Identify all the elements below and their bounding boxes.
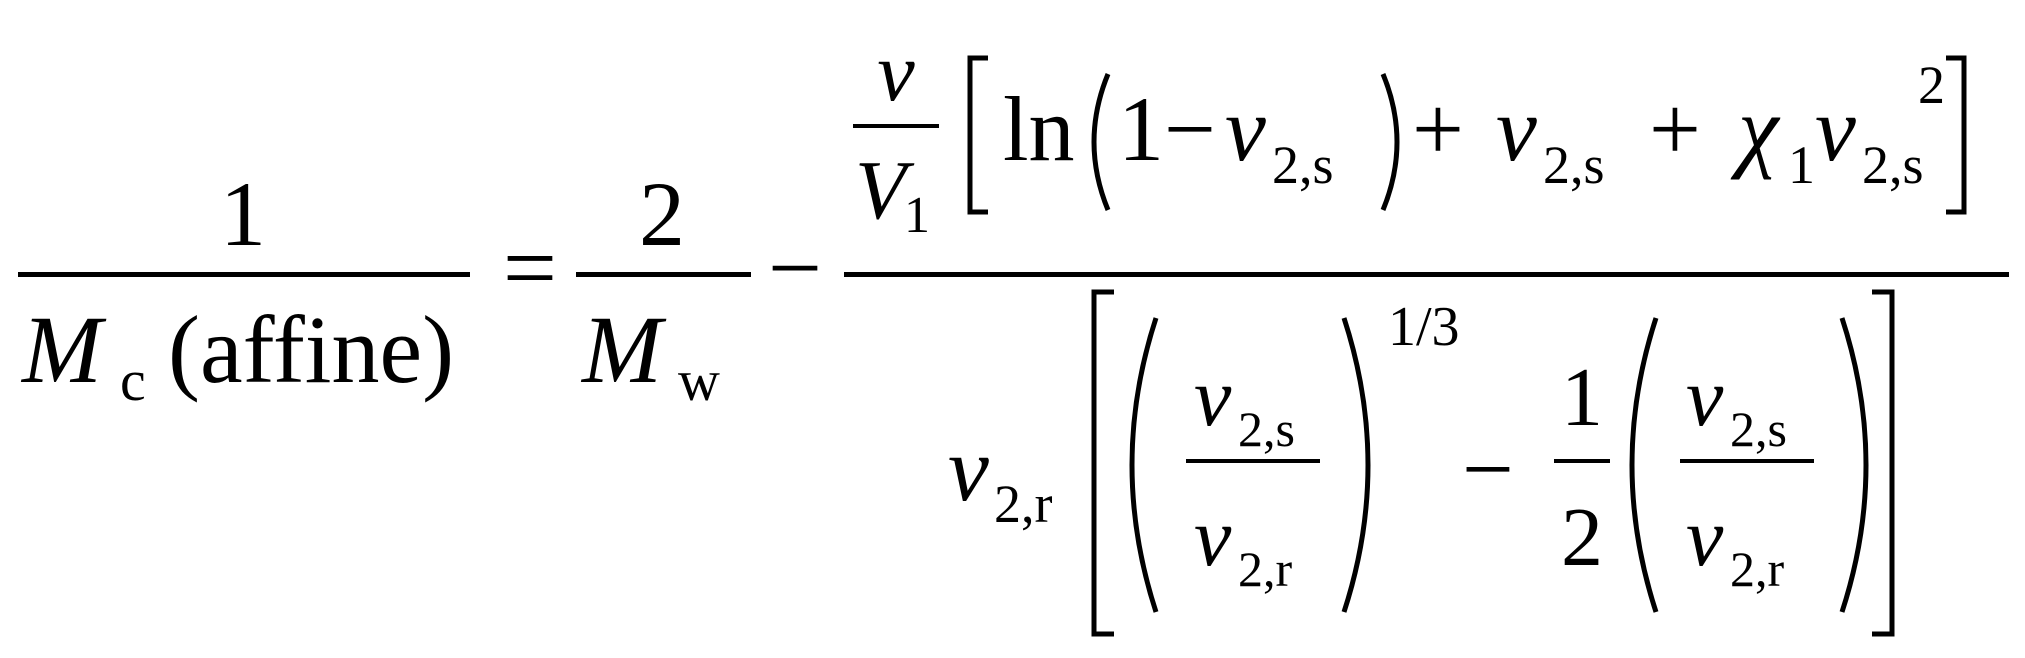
ratio1-right-paren [1341, 317, 1371, 613]
lhs-den-suffix: (affine) [168, 296, 454, 403]
coef-fraction-bar [853, 124, 939, 128]
v-subscript-2s: 2,s [1543, 135, 1605, 195]
term2-fraction: v V 1 ln 1 − v 2,s + v 2,s + χ 1 v 2,s 2 [844, 26, 2009, 637]
ratio1-num-subscript: 2,s [1238, 401, 1295, 457]
ratio2-den-subscript: 2,r [1730, 541, 1785, 597]
v-symbol: v [1496, 78, 1537, 180]
numerator-left-bracket [967, 55, 988, 215]
term2-denominator: v 2,r v 2,s v 2,r 1/3 − 1 2 v 2,s v 2,r [948, 289, 1895, 637]
lhs-fraction: 1 M c (affine) [18, 163, 470, 413]
term2-fraction-bar [844, 272, 2009, 277]
v-symbol: v [1225, 78, 1266, 180]
v-subscript-2s: 2,s [1272, 135, 1334, 195]
minus-sign: − [768, 214, 822, 321]
lhs-den-subscript: c [120, 348, 146, 413]
term1-fraction: 2 M w [576, 163, 751, 413]
denominator-right-bracket [1872, 289, 1895, 637]
ratio1-den-symbol: v [1194, 491, 1232, 584]
plus-sign-2: + [1649, 78, 1701, 180]
coef-numerator: v [877, 26, 915, 119]
equals-sign: = [503, 214, 557, 321]
ratio2-left-paren [1629, 317, 1659, 613]
chi-symbol: χ [1730, 78, 1781, 180]
ratio1-num-symbol: v [1194, 351, 1232, 444]
denominator-minus: − [1462, 418, 1514, 520]
numerator-right-bracket [1946, 55, 1967, 215]
coef-den-symbol: V [855, 144, 915, 237]
square-exponent: 2 [1918, 55, 1945, 115]
ratio2-num-symbol: v [1686, 351, 1724, 444]
ratio2-num-subscript: 2,s [1730, 401, 1787, 457]
ln-left-paren [1091, 73, 1111, 211]
ratio1-left-paren [1129, 317, 1159, 613]
denominator-left-bracket [1091, 289, 1114, 637]
half-fraction-bar [1554, 459, 1610, 463]
inner-minus: − [1164, 78, 1216, 180]
v-symbol: v [948, 418, 989, 520]
ratio2-den-symbol: v [1686, 491, 1724, 584]
lhs-numerator: 1 [220, 163, 266, 265]
ln-label: ln [1003, 78, 1075, 180]
term2-numerator: v V 1 ln 1 − v 2,s + v 2,s + χ 1 v 2,s 2 [853, 26, 1967, 244]
coef-den-subscript: 1 [904, 187, 930, 244]
ln-right-paren [1380, 73, 1400, 211]
term1-numerator: 2 [639, 163, 685, 265]
half-numerator: 1 [1561, 351, 1603, 444]
chi-subscript: 1 [1788, 135, 1815, 195]
half-denominator: 2 [1561, 491, 1603, 584]
v-subscript-2r: 2,r [994, 474, 1053, 534]
lhs-den-symbol: M [20, 296, 107, 403]
ratio2-right-paren [1839, 317, 1869, 613]
plus-sign-1: + [1412, 78, 1464, 180]
ratio2-fraction-bar [1680, 459, 1814, 463]
ratio1-den-subscript: 2,r [1238, 541, 1293, 597]
v-symbol: v [1815, 78, 1856, 180]
exponent-one-third: 1/3 [1388, 296, 1460, 358]
lhs-fraction-bar [18, 272, 470, 277]
one-label: 1 [1118, 78, 1164, 180]
v-subscript-2s: 2,s [1862, 135, 1924, 195]
ratio1-fraction-bar [1186, 459, 1320, 463]
term1-den-subscript: w [678, 348, 720, 413]
term1-fraction-bar [576, 272, 751, 277]
term1-den-symbol: M [580, 296, 667, 403]
